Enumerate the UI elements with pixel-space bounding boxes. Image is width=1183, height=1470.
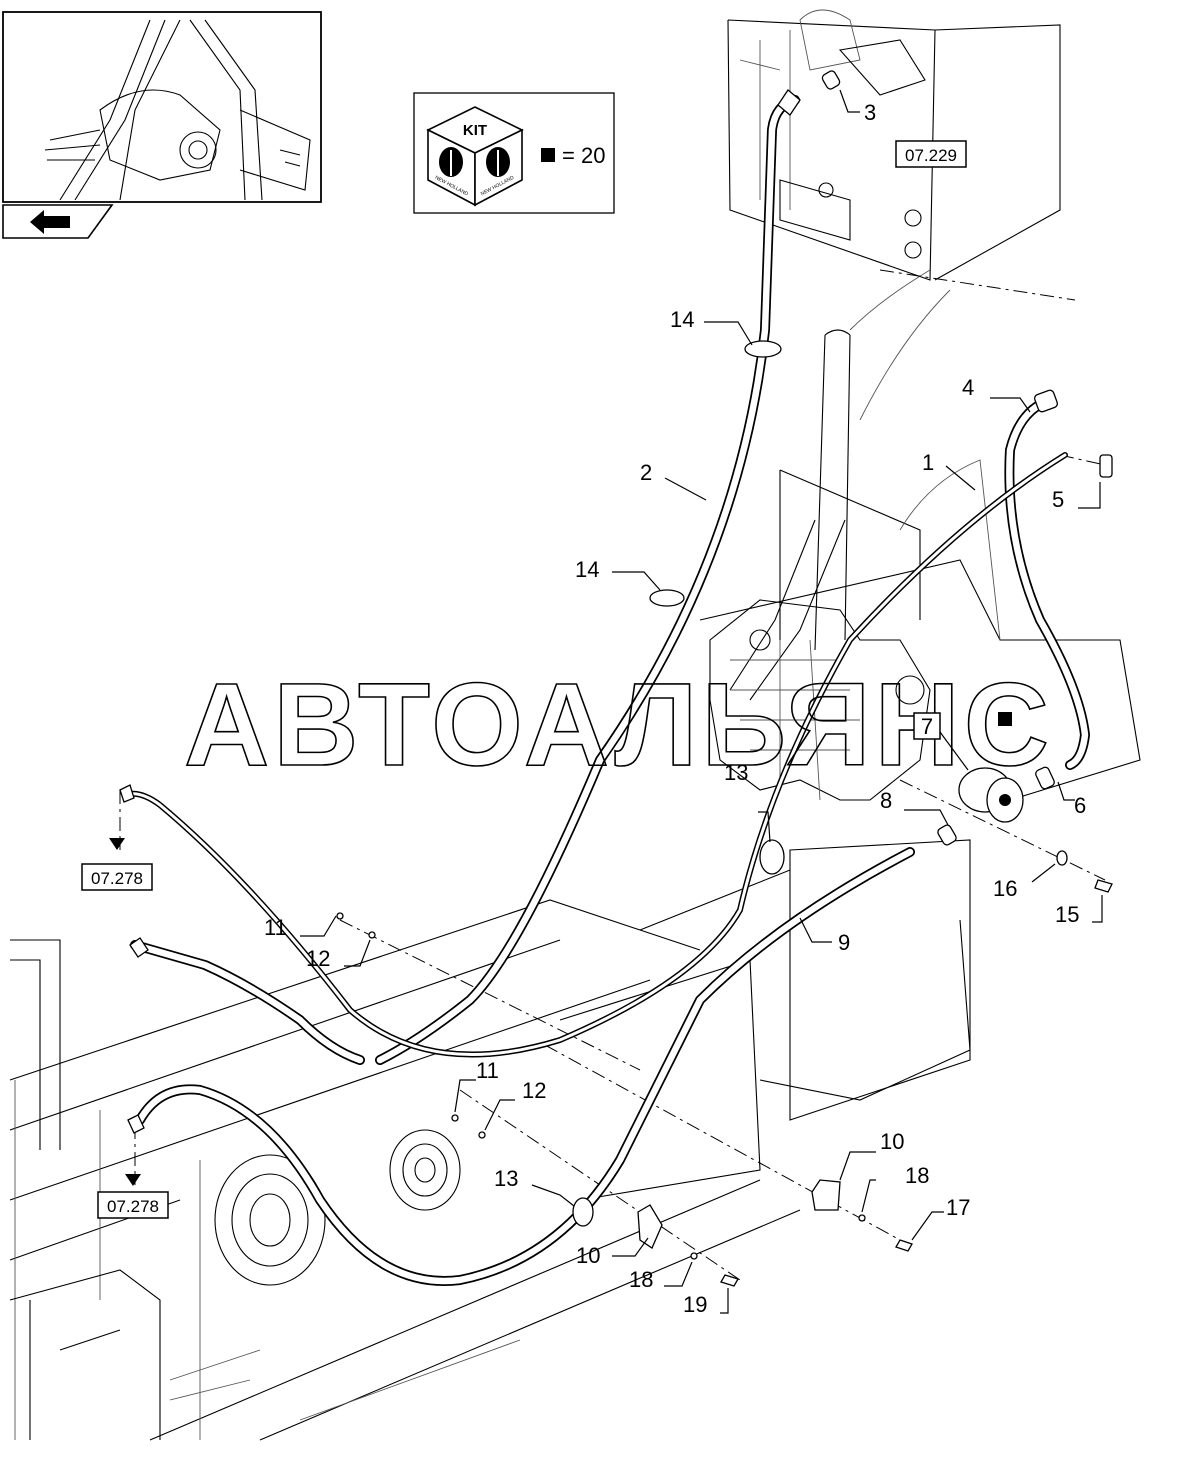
black-square-icon-7 [998,712,1012,726]
back-arrow-icon [30,210,70,234]
callout-7-box[interactable]: 7 [913,712,969,771]
kit-label: KIT [463,122,487,139]
overview-thumbnail[interactable] [2,11,322,203]
watermark-text: АВТОАЛЬЯНС [184,659,1053,791]
kit-legend: KIT NEW HOLLAND NEW HOLLAND = 20 [413,92,615,214]
callout-11b: 11 [476,1058,499,1083]
callout-18a: 18 [905,1163,929,1188]
hose-4 [1004,395,1090,770]
callout-9: 9 [838,930,850,955]
callout-13b: 13 [494,1166,518,1191]
callout-8: 8 [880,788,892,813]
callout-13a: 13 [724,760,748,785]
callout-19: 19 [683,1292,707,1317]
callout-14b: 14 [575,557,599,582]
callout-3: 3 [864,100,876,125]
callout-2: 2 [640,460,652,485]
machine-outline [9,9,1141,1441]
callout-12a: 12 [306,946,330,971]
callouts: 3 14 14 2 4 1 5 7 6 8 13 16 15 9 1 [264,89,1103,1317]
callout-11a: 11 [264,915,287,940]
callout-16: 16 [993,876,1017,901]
kit-cube-icon: KIT NEW HOLLAND NEW HOLLAND [426,106,524,207]
callout-4: 4 [962,375,974,400]
callout-10b: 10 [576,1243,600,1268]
ref-box-07-229[interactable]: 07.229 [895,140,967,168]
svg-text:07.229: 07.229 [905,146,957,165]
svg-text:07.278: 07.278 [91,869,143,888]
callout-18b: 18 [629,1267,653,1292]
callout-12b: 12 [522,1078,546,1103]
pump-7[interactable] [958,767,1024,823]
callout-15: 15 [1055,902,1079,927]
callout-1: 1 [922,450,934,475]
hose-2 [375,95,800,1065]
callout-14a: 14 [670,307,694,332]
black-square-icon [541,148,555,162]
callout-6: 6 [1074,793,1086,818]
callout-10a: 10 [880,1129,904,1154]
ref-box-07-278-upper[interactable]: 07.278 [81,838,153,891]
ref-box-07-278-lower[interactable]: 07.278 [97,1174,169,1219]
callout-5: 5 [1052,487,1064,512]
hose-1 [122,452,1068,1058]
hose-9 [135,847,915,1286]
svg-text:07.278: 07.278 [107,1197,159,1216]
callout-17: 17 [946,1195,970,1220]
kit-legend-text: = 20 [562,143,605,168]
hose-left-upper [130,940,365,1065]
callout-7: 7 [921,714,933,739]
back-arrow-button[interactable] [2,204,114,239]
parts [119,70,1113,1287]
